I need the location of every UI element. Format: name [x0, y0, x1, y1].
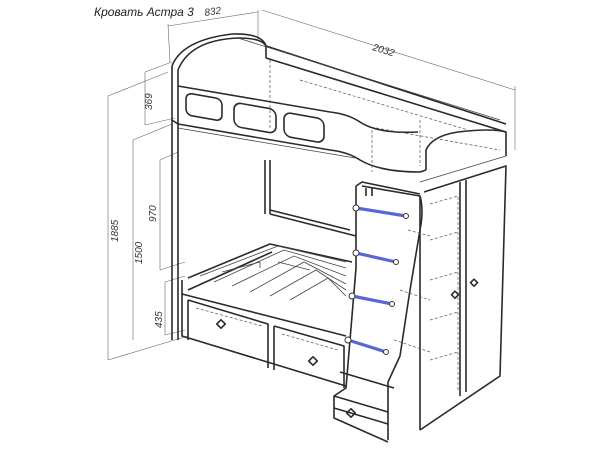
wardrobe-handle-left: [450, 290, 460, 300]
rail-cutout-3: [283, 112, 325, 143]
ladder: [333, 181, 423, 443]
drawing-title: Кровать Астра 3: [94, 5, 194, 19]
ladder-box-handle: [345, 407, 357, 419]
rail-cutout-1: [185, 92, 223, 121]
wardrobe: [393, 165, 507, 431]
wardrobe-handle-right: [469, 278, 479, 288]
drawers: [181, 280, 347, 388]
upper-bunk: [171, 33, 507, 183]
dim-rail-height-label: 369: [144, 93, 155, 110]
drawer-1-handle: [215, 318, 227, 330]
dim-total-height-label: 1885: [110, 219, 121, 242]
lower-bunk: [171, 120, 357, 340]
ladder-rung-3: [350, 294, 394, 306]
dimension-lines: [107, 9, 516, 361]
ladder-rung-4: [346, 338, 388, 354]
drawer-2-handle: [307, 355, 319, 367]
ladder-rung-2: [354, 251, 398, 264]
dim-length-label: 2032: [370, 42, 396, 59]
dim-depth-label: 832: [204, 5, 223, 19]
dim-clearance-label: 970: [148, 205, 159, 222]
dim-drawer-height-label: 435: [154, 311, 165, 328]
ladder-rung-1: [354, 206, 408, 218]
rail-cutout-2: [233, 102, 277, 134]
dim-upper-height-label: 1500: [134, 241, 145, 264]
